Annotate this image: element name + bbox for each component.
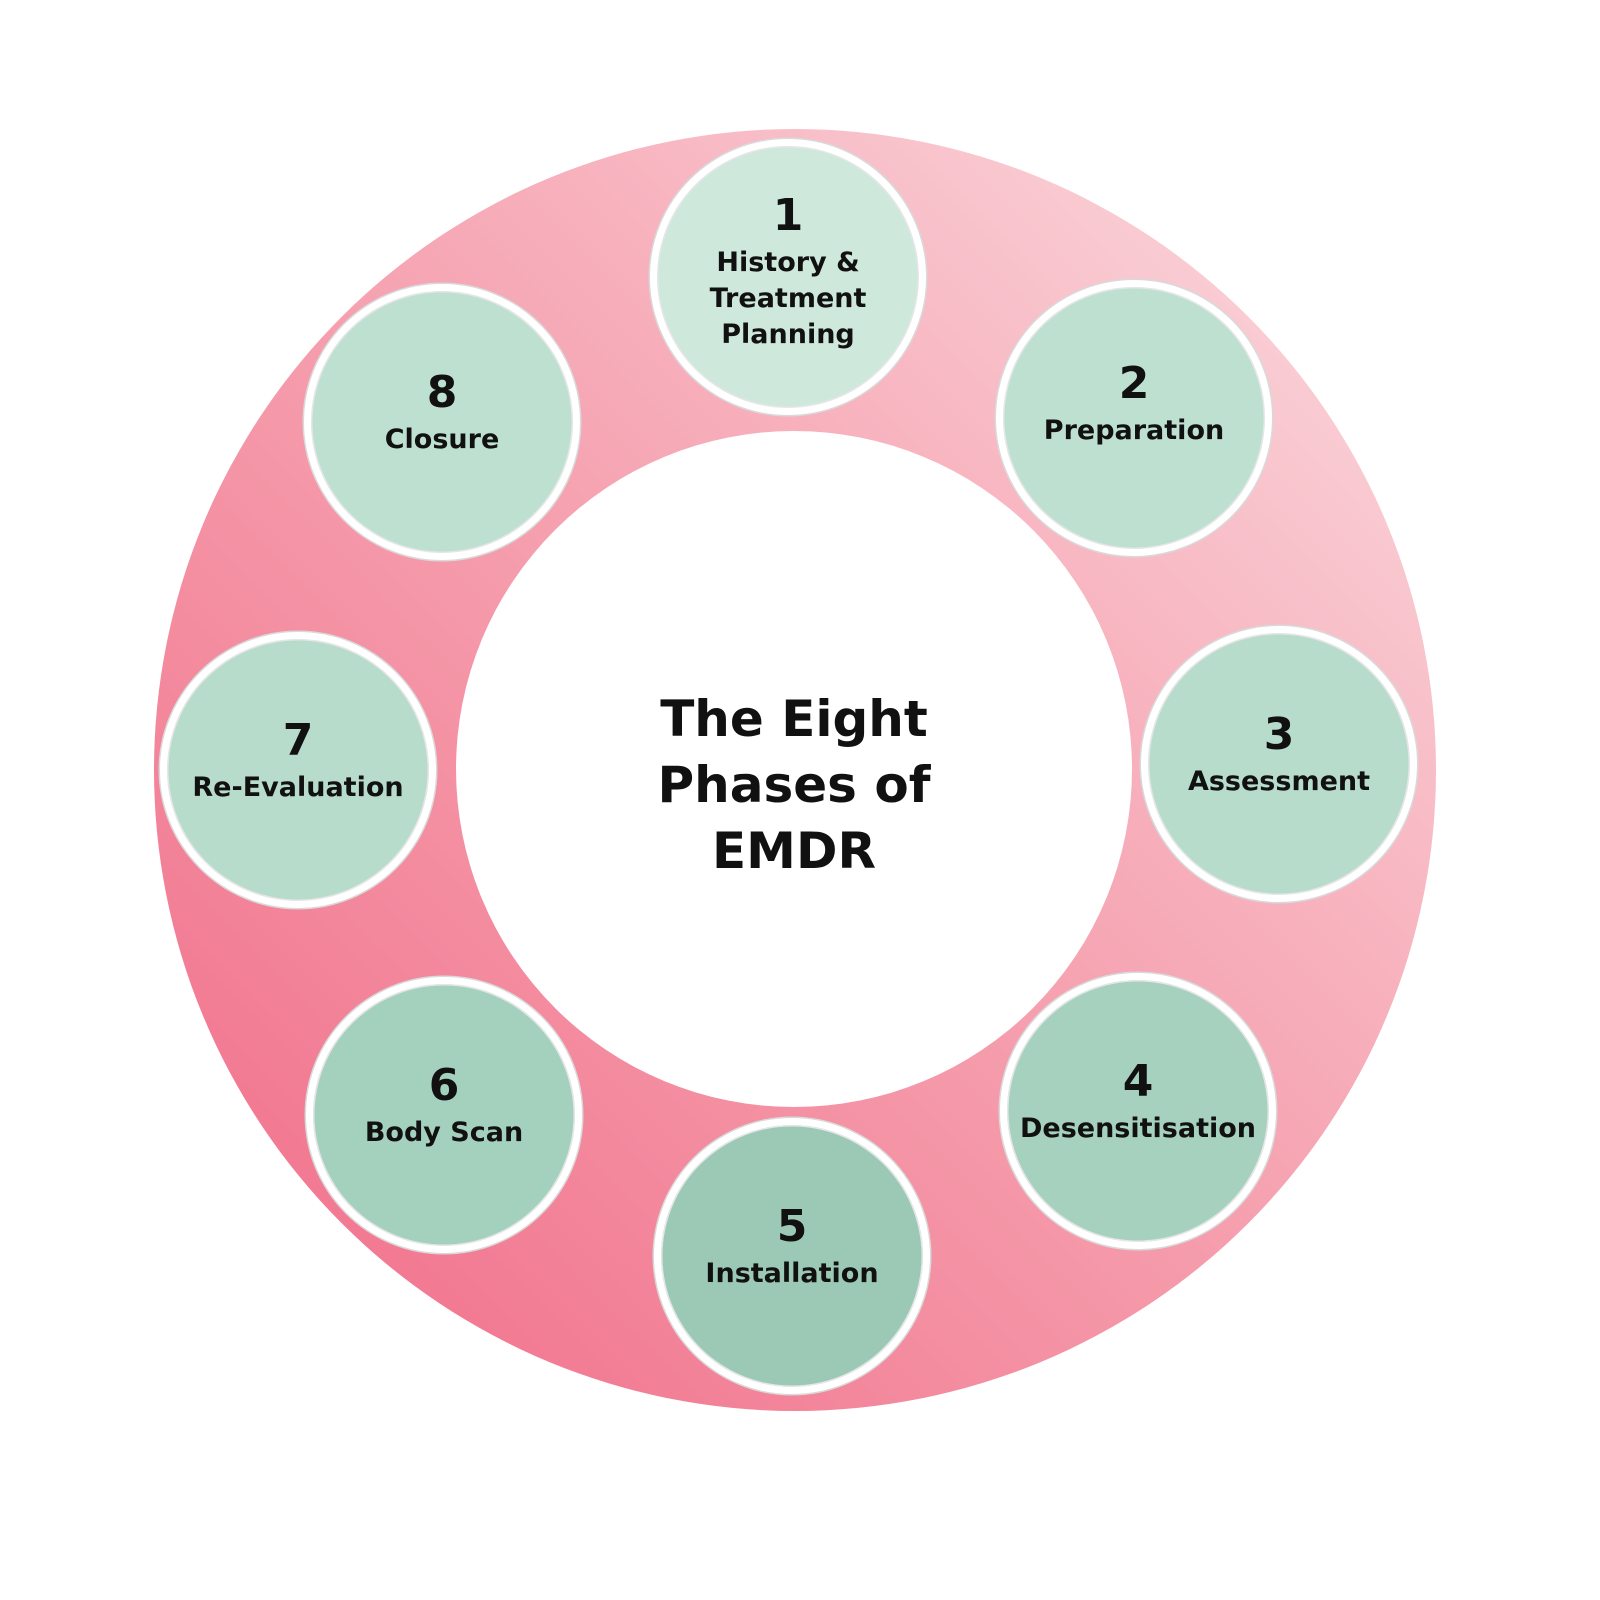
phase-6-node[interactable]: 6 Body Scan [306, 977, 582, 1253]
phase-label: Preparation [1043, 415, 1225, 446]
phase-1-node[interactable]: 1 History & Treatment Planning [650, 139, 926, 415]
phase-number: 1 [772, 190, 804, 241]
phase-label: Installation [705, 1258, 879, 1289]
diagram-title: The Eight Phases of EMDR [657, 690, 931, 880]
phase-4-node[interactable]: 4 Desensitisation [1000, 973, 1276, 1249]
phase-number: 4 [1122, 1056, 1154, 1107]
phase-number: 8 [426, 367, 458, 418]
center-circle [456, 431, 1132, 1107]
phase-number: 6 [428, 1060, 460, 1111]
phase-7-node[interactable]: 7 Re-Evaluation [160, 632, 436, 908]
phase-number: 5 [776, 1201, 808, 1252]
phase-label: Closure [384, 424, 500, 455]
phase-number: 7 [282, 715, 314, 766]
phase-2-node[interactable]: 2 Preparation [996, 280, 1272, 556]
phase-label: History & Treatment Planning [709, 247, 867, 350]
phase-3-node[interactable]: 3 Assessment [1141, 626, 1417, 902]
phase-8-node[interactable]: 8 Closure [304, 284, 580, 560]
phase-5-node[interactable]: 5 Installation [654, 1118, 930, 1394]
phase-label: Body Scan [364, 1117, 524, 1148]
phase-label: Re-Evaluation [192, 772, 404, 803]
phase-number: 2 [1118, 358, 1150, 409]
phase-label: Desensitisation [1019, 1113, 1257, 1144]
phase-number: 3 [1263, 709, 1295, 760]
phase-label: Assessment [1187, 766, 1371, 797]
